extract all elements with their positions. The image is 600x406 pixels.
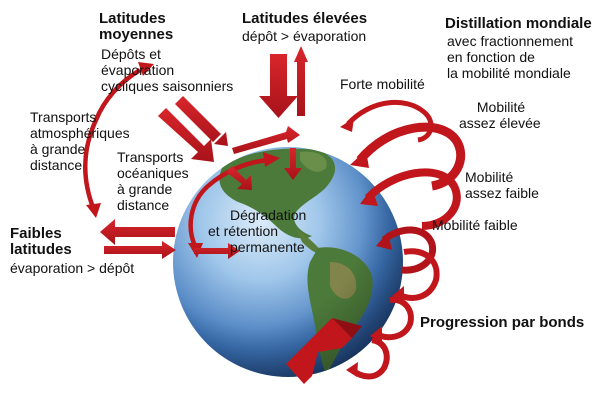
high-mobility-arc: [356, 122, 466, 191]
oceanic-transport-line3: à grande: [117, 181, 173, 197]
degradation-arrow: [226, 166, 252, 190]
atmospheric-transport-line1: Transports: [30, 109, 97, 125]
mid-lat-deposit-arrow: [158, 108, 214, 162]
progression-block-arrow: [286, 318, 352, 384]
arrow-group: [83, 46, 466, 384]
low-lat-evaporation-arrow: [100, 219, 175, 245]
degradation-line1: Dégradation: [230, 207, 307, 223]
distillation-sub-line2: en fonction de: [447, 49, 535, 65]
strong-mobility-arc: [346, 99, 434, 143]
low-latitudes-title-line2: latitudes: [10, 241, 72, 258]
low-latitudes-title-line1: Faibles: [10, 225, 62, 242]
oceanic-transport-line4: distance: [117, 197, 170, 213]
high-lat-deposit-arrow: [259, 54, 298, 118]
hopping-loop-3: [350, 337, 390, 380]
distillation-sub-line3: la mobilité mondiale: [447, 65, 571, 81]
mid-latitudes-sub-line2: évaporation: [101, 62, 175, 78]
atmospheric-transport-line4: distance: [30, 157, 83, 173]
mid-latitudes-sub-line3: cycliques saisonniers: [101, 78, 234, 94]
high-latitudes-title: Latitudes élevées: [242, 10, 368, 27]
atmospheric-transport-line3: à grande: [30, 141, 86, 157]
low-latitudes-sub: évaporation > dépôt: [10, 260, 135, 276]
earth-globe: [173, 147, 403, 377]
distillation-sub-line1: avec fractionnement: [447, 33, 574, 49]
mid-latitudes-title-line2: moyennes: [99, 26, 174, 43]
high-latitudes-sub: dépôt > évaporation: [242, 28, 367, 44]
oceanic-transport-line1: Transports: [117, 149, 184, 165]
mid-lat-evaporation-arrow: [175, 96, 228, 146]
oceanic-transport-line2: océaniques: [117, 165, 189, 181]
retention-arrow: [194, 243, 240, 259]
atmospheric-transport-arrow: [83, 68, 142, 211]
distillation-title: Distillation mondiale: [445, 15, 592, 32]
degradation-line2: et rétention: [208, 223, 279, 239]
weak-mobility-label: Mobilité faible: [432, 217, 518, 233]
weak-mobility-arc: [381, 226, 437, 274]
hopping-loop-2: [374, 296, 414, 341]
low-mobility-label-line1: Mobilité: [465, 169, 514, 185]
strong-mobility-label: Forte mobilité: [340, 76, 425, 92]
low-lat-deposit-arrow: [104, 241, 176, 259]
atmospheric-transport-line2: atmosphériques: [30, 125, 130, 141]
low-mobility-arc: [365, 168, 461, 230]
low-mobility-label-line2: assez faible: [465, 185, 539, 201]
globe-surface-arrow-top: [232, 126, 300, 154]
globe-down-arrow: [284, 148, 302, 180]
high-lat-evaporation-arrow: [294, 46, 308, 116]
mid-latitudes-sub-line1: Dépôts et: [101, 46, 161, 62]
high-mobility-label-line2: assez élevée: [459, 115, 541, 131]
high-mobility-label-line1: Mobilité: [476, 99, 526, 115]
hopping-progression-label: Progression par bonds: [420, 314, 585, 331]
hopping-loop-1: [396, 248, 440, 301]
mid-latitudes-title-line1: Latitudes: [99, 10, 166, 27]
degradation-line3: permanente: [230, 239, 305, 255]
oceanic-transport-arrow: [188, 157, 269, 250]
